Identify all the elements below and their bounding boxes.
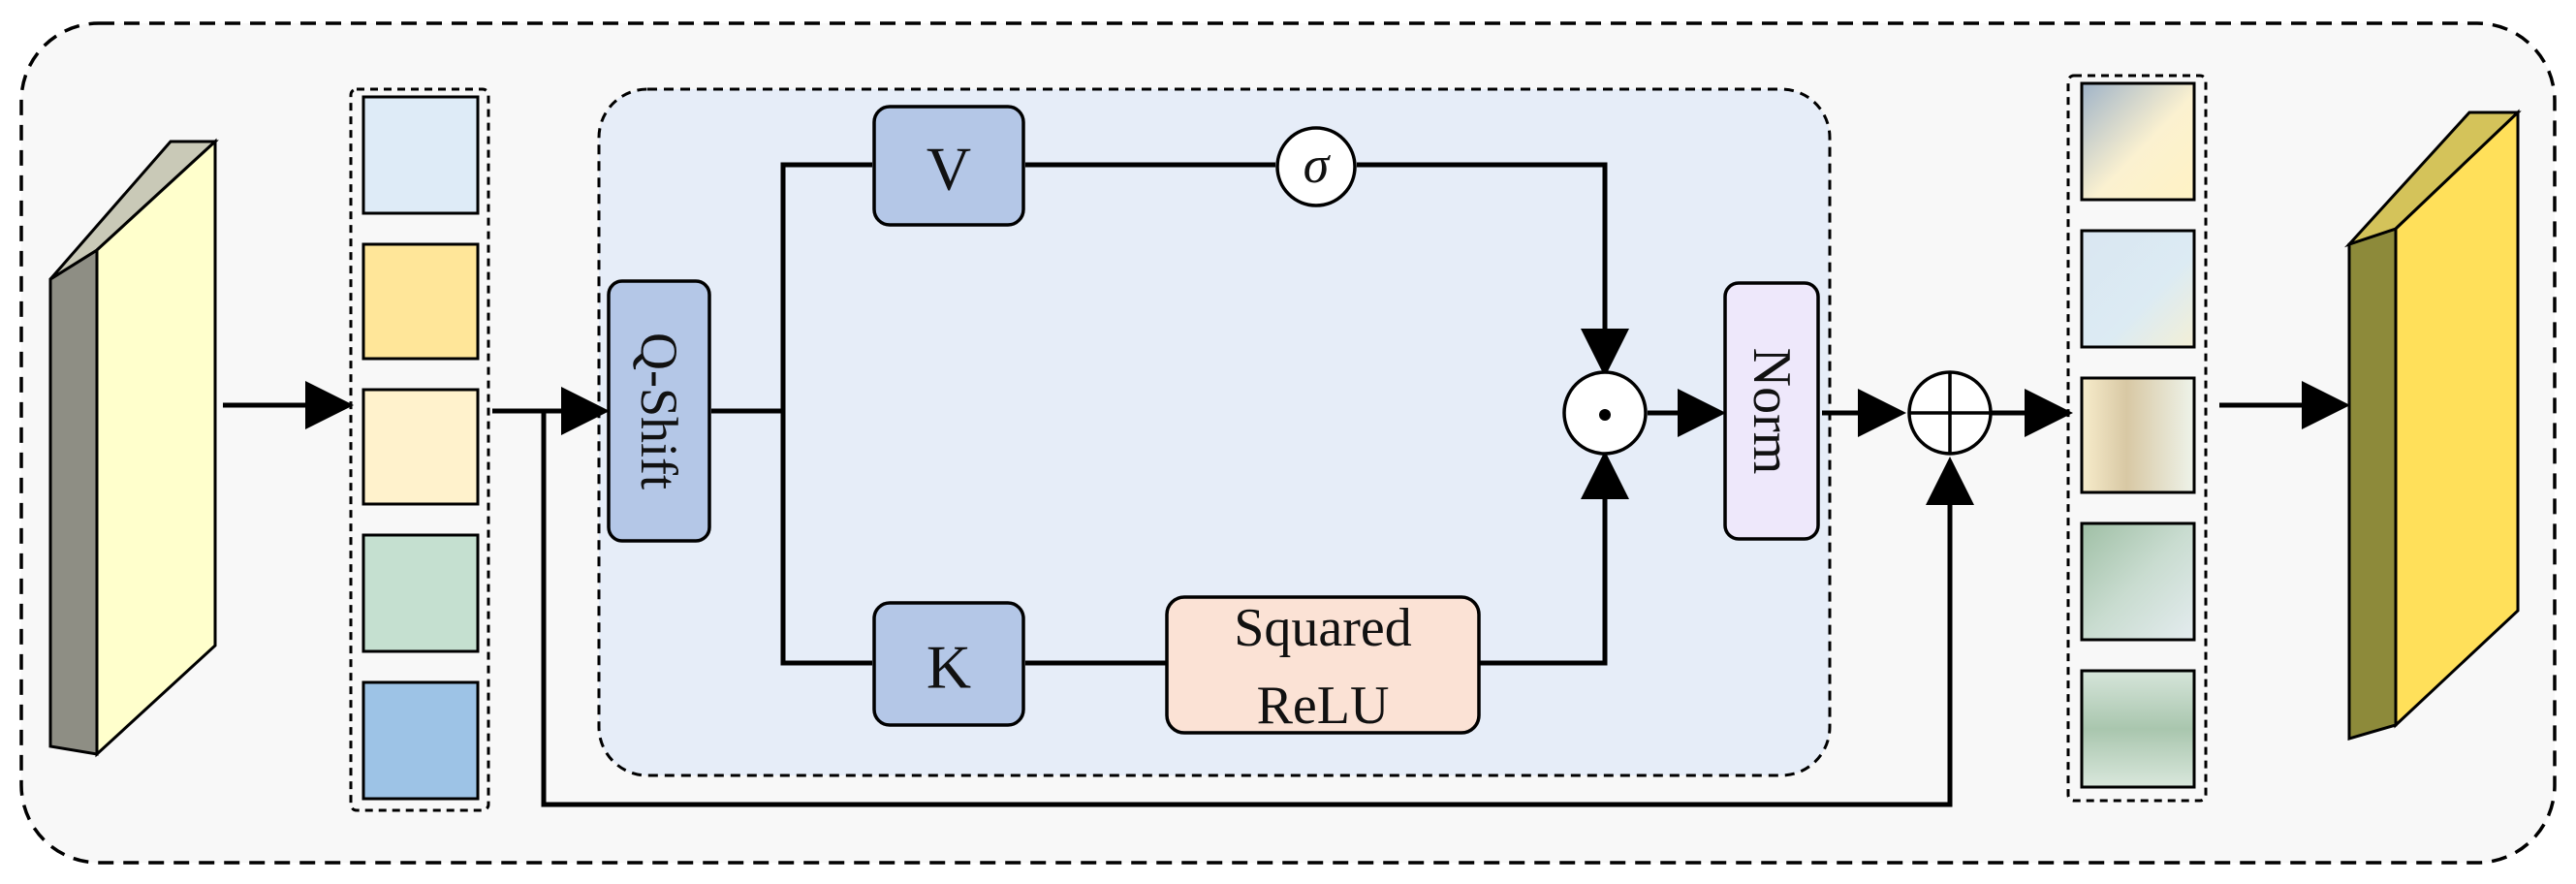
qshift-label: Q-Shift: [630, 332, 688, 489]
sigma-operator: σ: [1275, 126, 1357, 207]
dot-symbol: [1599, 409, 1611, 421]
output-feature-slab: [2344, 109, 2522, 741]
input-token: [361, 95, 480, 215]
output-token-column: [2066, 74, 2208, 803]
norm-block: Norm: [1723, 281, 1820, 541]
squared-relu-label-line2: ReLU: [1257, 676, 1390, 736]
connections: [492, 162, 2350, 807]
qshift-block: Q-Shift: [607, 279, 711, 543]
input-token-column: [349, 87, 490, 812]
squared-relu-block: Squared ReLU: [1165, 595, 1481, 736]
input-token: [361, 533, 480, 653]
sigma-symbol: σ: [1304, 136, 1332, 194]
output-token: [2080, 81, 2196, 202]
squared-relu-label-line1: Squared: [1234, 598, 1412, 658]
input-token: [361, 388, 480, 506]
output-token: [2080, 669, 2196, 789]
output-token: [2080, 521, 2196, 642]
k-label: K: [927, 633, 971, 702]
input-token: [361, 680, 480, 801]
dot-product-operator: [1562, 370, 1648, 456]
input-token: [361, 242, 480, 361]
plus-operator: [1907, 370, 1993, 456]
output-token: [2080, 229, 2196, 349]
v-label: V: [927, 135, 971, 204]
k-block: K: [872, 601, 1025, 727]
input-feature-slab: [48, 138, 219, 758]
v-block: V: [872, 105, 1025, 227]
norm-label: Norm: [1742, 348, 1802, 475]
output-token: [2080, 376, 2196, 494]
